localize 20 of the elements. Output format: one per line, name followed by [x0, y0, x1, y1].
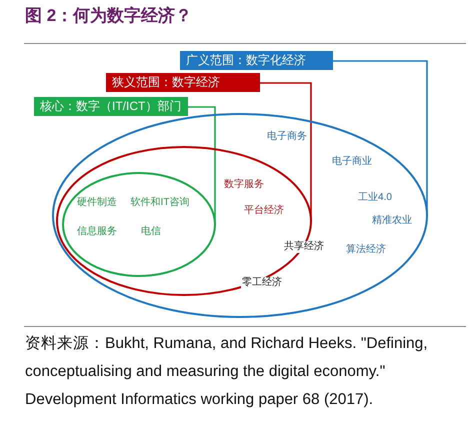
category-label: 软件和IT咨询 — [130, 197, 190, 209]
category-label: 硬件制造 — [76, 197, 118, 209]
category-label: 精准农业 — [371, 215, 413, 227]
category-label: 零工经济 — [241, 277, 283, 289]
category-label: 平台经济 — [243, 205, 285, 217]
category-label: 信息服务 — [76, 226, 118, 238]
category-label: 算法经济 — [345, 244, 387, 256]
scope-label: 狭义范围：数字经济 — [106, 73, 260, 92]
caption: 资料来源：Bukht, Rumana, and Richard Heeks. "Defining, conceptualising and measuring the digital economy." Development Informatics working paper 68 (2017). — [25, 334, 429, 410]
scope-ellipse — [62, 172, 216, 277]
scope-label: 广义范围：数字化经济 — [180, 51, 333, 70]
scope-ellipse — [52, 113, 428, 318]
category-label: 电子商务 — [266, 131, 308, 143]
category-label: 共享经济 — [283, 241, 325, 253]
category-label: 电子商业 — [331, 156, 373, 168]
scope-label: 核心：数字（IT/ICT）部门 — [34, 97, 188, 116]
title: 图 2：何为数字经济？ — [25, 5, 192, 27]
category-label: 数字服务 — [223, 179, 265, 191]
category-label: 电信 — [140, 226, 162, 238]
category-label: 工业4.0 — [357, 192, 393, 204]
